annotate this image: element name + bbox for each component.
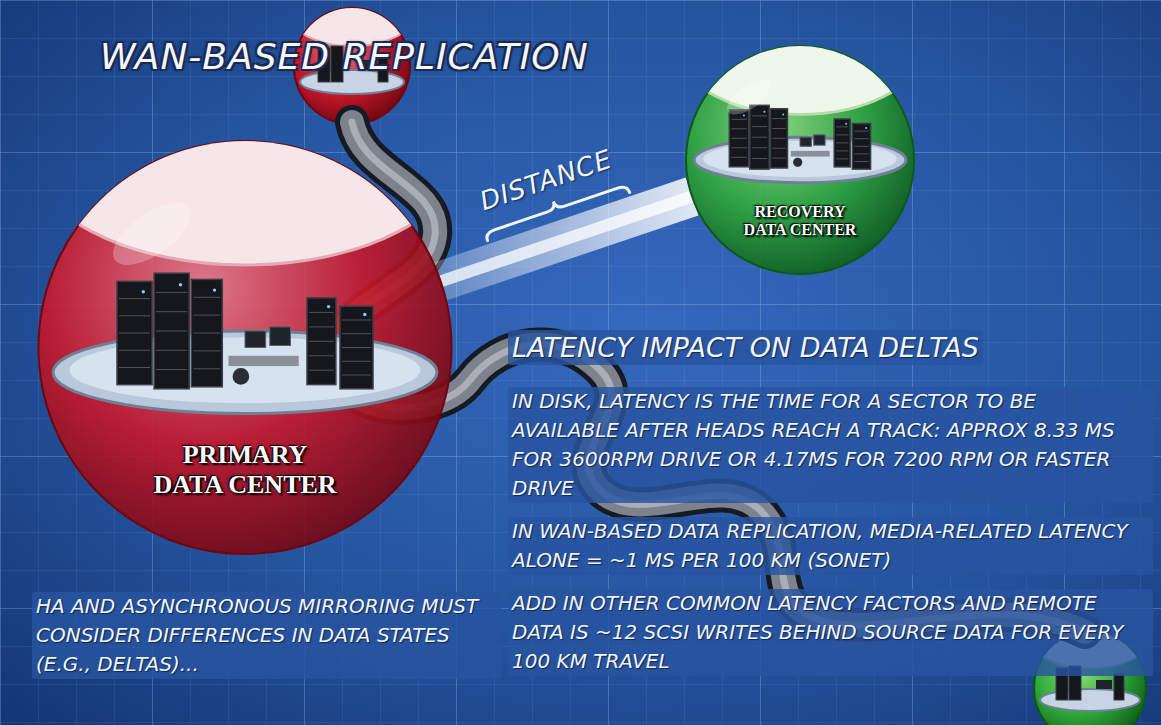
sphere-label: RECOVERY DATA CENTER [736,203,864,240]
note-text: IN DISK, LATENCY IS THE TIME FOR A SECTO… [508,387,1153,503]
edge-label: DISTANCE [477,144,617,216]
diagram-title: WAN-BASED REPLICATION [100,36,589,77]
sphere-label: PRIMARY DATA CENTER [147,440,343,500]
sphere-outline [685,45,915,275]
distance-beam [441,197,692,282]
beam-glow [441,197,692,282]
data-center-sphere: RECOVERY DATA CENTER [685,45,915,275]
note-text: ADD IN OTHER COMMON LATENCY FACTORS AND … [508,589,1153,676]
notes-column: LATENCY IMPACT ON DATA DELTAS IN DISK, LA… [508,330,1153,676]
beam-core [441,197,692,282]
data-center-sphere: PRIMARY DATA CENTER [30,140,460,555]
note-text: HA AND ASYNCHRONOUS MIRRORING MUST CONSI… [32,592,502,679]
note-text: IN WAN-BASED DATA REPLICATION, MEDIA-REL… [508,517,1153,575]
section-heading: LATENCY IMPACT ON DATA DELTAS [508,330,983,365]
